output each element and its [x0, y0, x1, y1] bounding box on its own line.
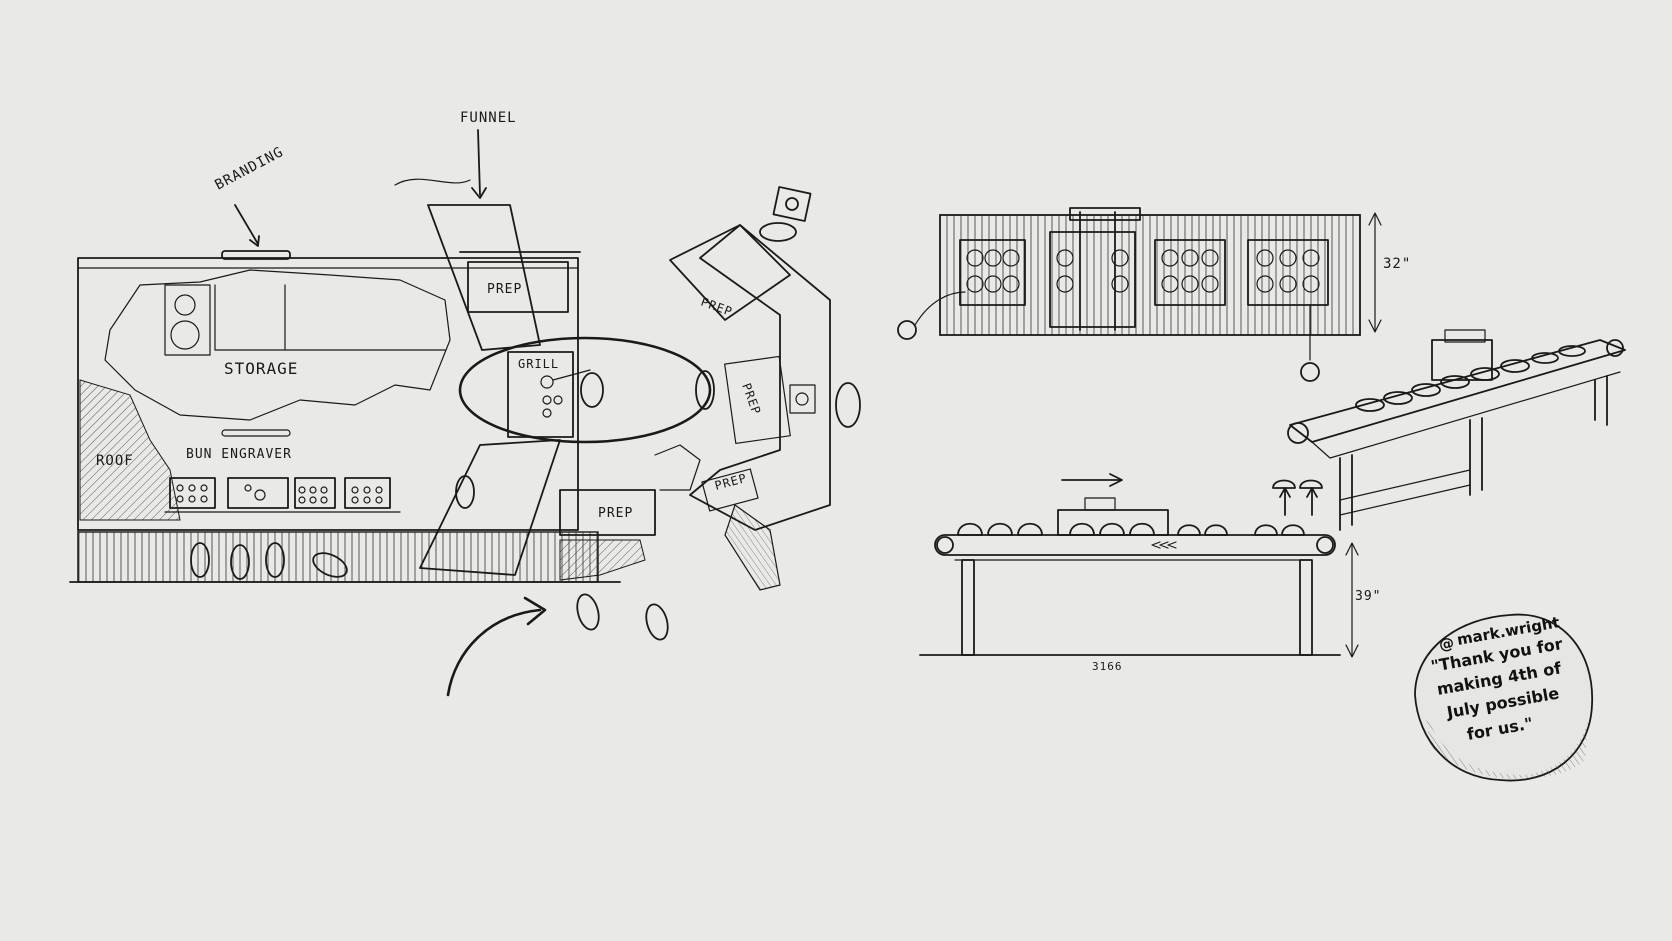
- label-funnel: FUNNEL: [460, 110, 517, 126]
- angled-counter: [689, 224, 831, 531]
- conveyor-belt: [934, 534, 1336, 556]
- thank-you-note: @: [1414, 613, 1593, 782]
- label-roof: ROOF: [96, 453, 134, 469]
- label-prep-5: PREP: [598, 506, 633, 521]
- label-prep-4: PREP: [713, 471, 748, 493]
- curved-arrow-icon: [446, 608, 542, 697]
- truck-body-outline: [77, 257, 579, 531]
- floor-plan: [69, 129, 861, 697]
- label-prep-2: PREP: [699, 295, 735, 319]
- label-grill: GRILL: [518, 357, 559, 371]
- arrow-right-icon: [1109, 473, 1123, 487]
- label-storage: STORAGE: [224, 359, 298, 378]
- storage-area: [104, 269, 451, 421]
- elevation-panel: [939, 214, 1361, 336]
- perspective-conveyor: [1287, 329, 1626, 531]
- dimension-height-top: 32": [1383, 256, 1411, 272]
- bun-engraver-units: [164, 477, 401, 513]
- threads-logo-icon: @: [1438, 634, 1456, 654]
- label-bun-engraver: BUN ENGRAVER: [186, 447, 292, 462]
- dimension-length: 3166: [1092, 660, 1123, 673]
- funnel-chute: [427, 204, 541, 351]
- prep-station-4: [559, 489, 656, 536]
- footprints: [190, 222, 861, 641]
- front-elevation: [897, 207, 1382, 382]
- walkway: [419, 439, 561, 576]
- stairs: [724, 504, 781, 591]
- prep-station-1: [467, 261, 569, 313]
- camera-icon: [772, 186, 812, 222]
- branding-bar: [221, 250, 291, 260]
- roof-area: [79, 379, 181, 521]
- label-prep-1: PREP: [487, 282, 522, 297]
- label-prep-3: PREP: [739, 381, 763, 417]
- perspective-belt: [1289, 339, 1626, 443]
- side-conveyor: [919, 473, 1359, 658]
- dimension-height-conveyor: 39": [1355, 589, 1381, 604]
- label-branding: BRANDING: [212, 144, 286, 194]
- note-circle: [1414, 613, 1593, 782]
- grill-unit: [507, 351, 574, 438]
- grill-oval: [458, 336, 712, 444]
